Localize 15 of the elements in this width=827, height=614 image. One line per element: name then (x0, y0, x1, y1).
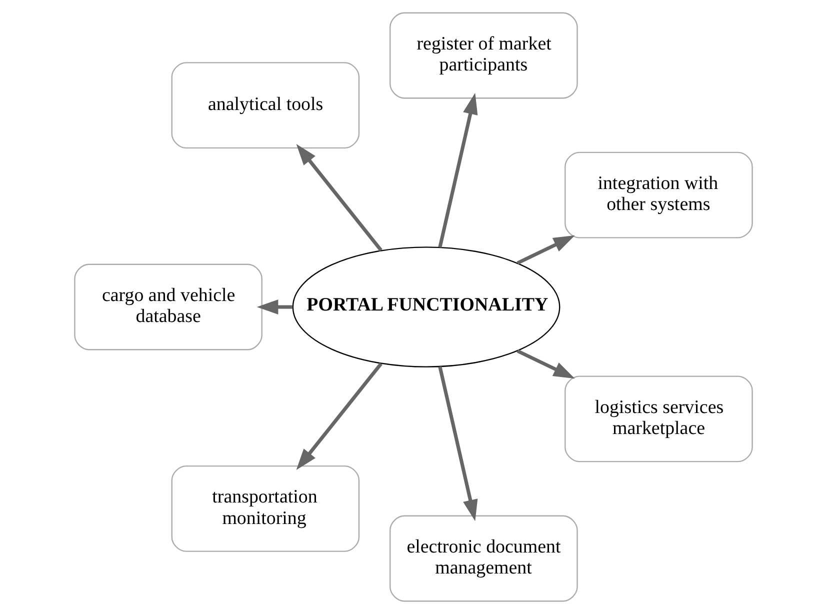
node-box: register of market participants (390, 12, 578, 99)
arrow (438, 366, 478, 522)
node-box: analytical tools (171, 62, 360, 149)
arrow (296, 362, 382, 470)
arrow (438, 92, 478, 248)
node-ellipse: PORTAL FUNCTIONALITY (292, 246, 560, 368)
node-box: logistics services marketplace (564, 376, 753, 462)
node-box: electronic document management (390, 515, 578, 602)
node-box: integration with other systems (564, 152, 753, 238)
arrow (256, 300, 292, 314)
arrow (296, 144, 382, 252)
node-box: transportation monitoring (171, 465, 360, 552)
arrow (516, 235, 575, 265)
node-box: cargo and vehicle database (74, 264, 262, 350)
arrow (516, 349, 575, 379)
